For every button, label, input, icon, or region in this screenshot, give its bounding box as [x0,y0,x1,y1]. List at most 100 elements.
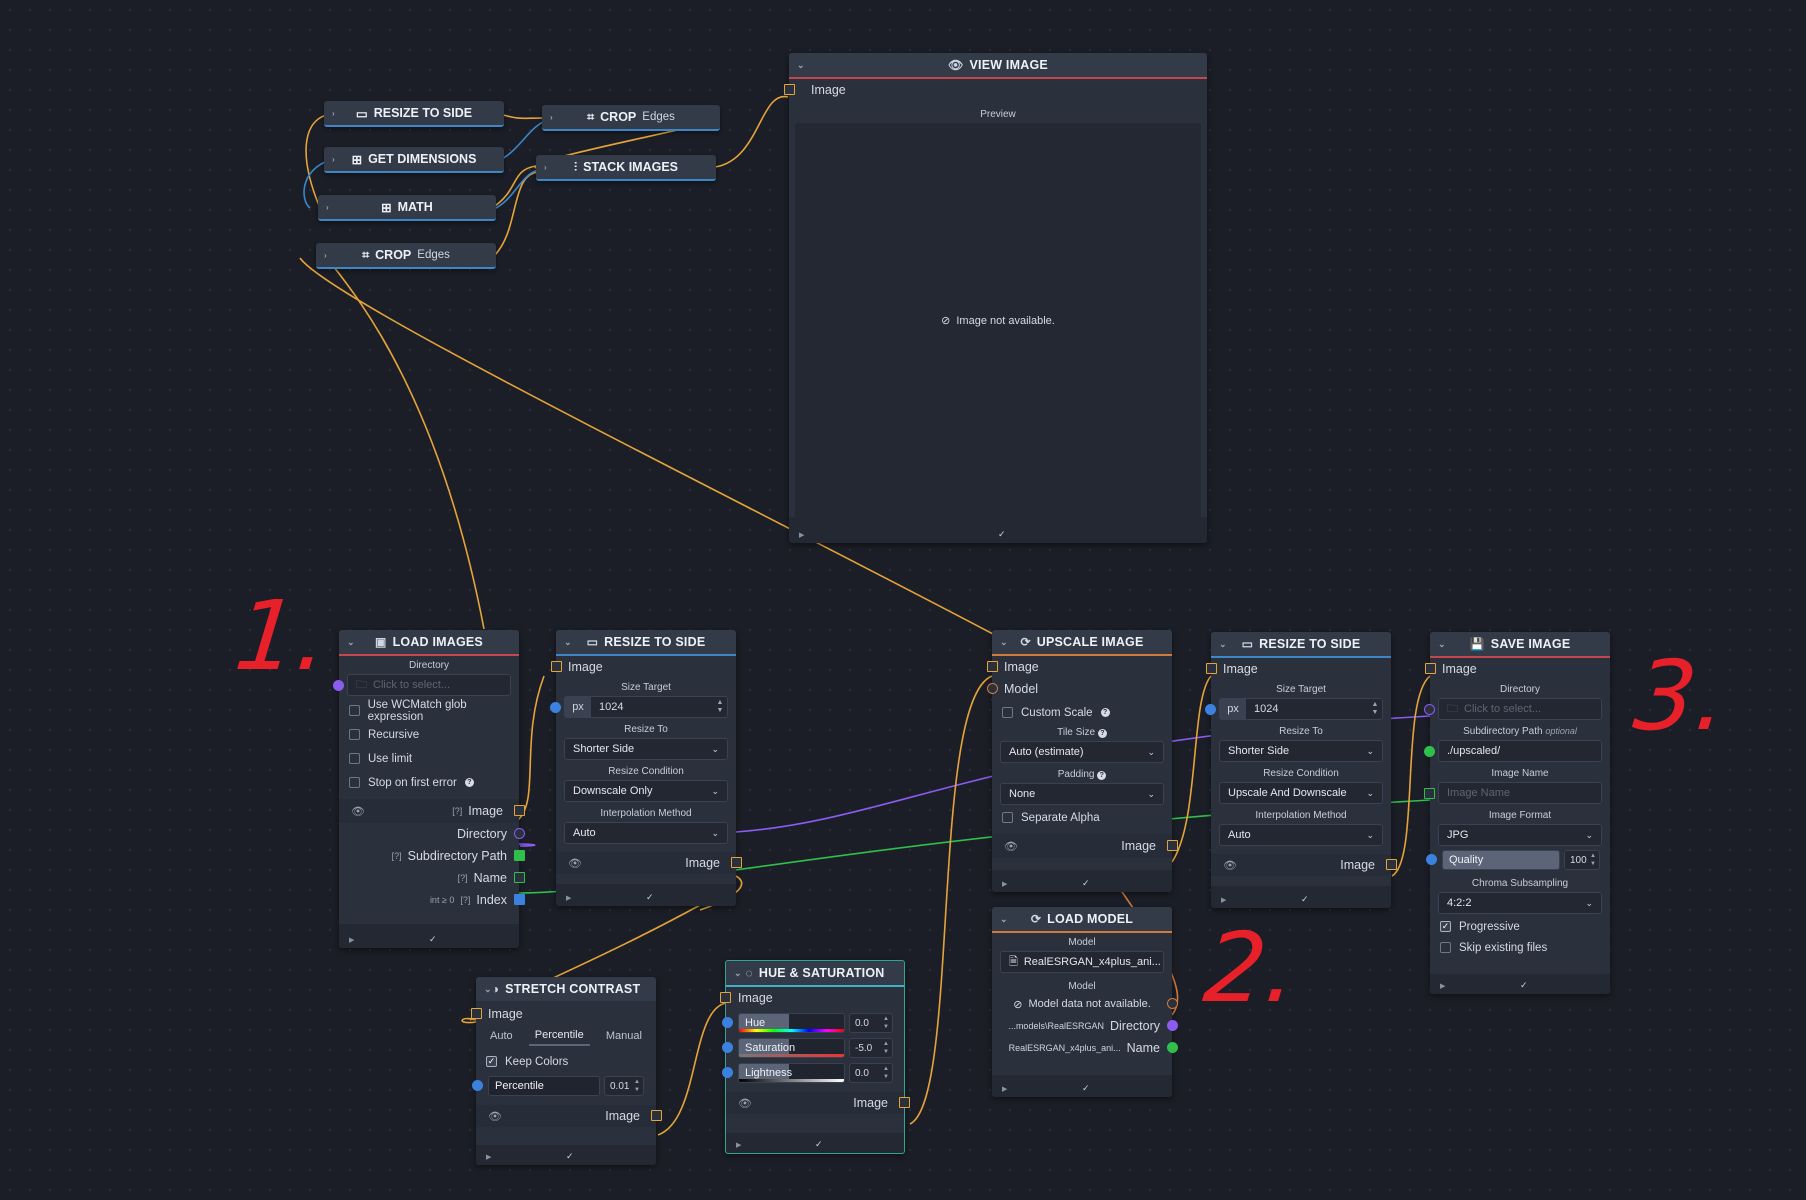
eye-icon[interactable]: 👁 [351,805,365,818]
stepper-icon[interactable]: ▲▼ [883,1016,889,1030]
subdir-input-socket[interactable] [1424,746,1435,757]
expand-triangle-icon[interactable]: ▶ [1002,881,1008,888]
view-image-node[interactable]: ⌄ 👁 VIEW IMAGE Image Preview ⊘ Image not… [784,53,1207,543]
checkmark-icon[interactable]: ✓ [1082,878,1090,888]
subdir-output-socket[interactable] [514,850,525,861]
stepper-icon[interactable]: ▲▼ [634,1079,640,1093]
recursive-checkbox[interactable]: Recursive [339,724,519,745]
image-input-socket[interactable] [784,84,795,95]
collapse-chevron-icon[interactable]: ⌄ [734,967,742,978]
expand-chevron-icon[interactable]: › [332,108,335,118]
expand-triangle-icon[interactable]: ▶ [799,532,805,539]
saturation-slider[interactable]: Saturation [738,1038,845,1058]
resize-to-side-node-2[interactable]: ⌄ ▭ RESIZE TO SIDE Image Size Target px … [1205,632,1397,908]
mini-node-math[interactable]: › ⊞ MATH [318,195,496,221]
resize-to-select[interactable]: Shorter Side⌄ [564,738,728,760]
view-image-header[interactable]: ⌄ 👁 VIEW IMAGE [789,53,1207,79]
eye-icon[interactable]: 👁 [488,1110,502,1123]
hue-value-input[interactable]: 0.0▲▼ [849,1013,893,1033]
upscale-header[interactable]: ⌄ ⟳ UPSCALE IMAGE [992,630,1172,656]
load-images-node[interactable]: ⌄ ▣ LOAD IMAGES Directory 🗀 Click to sel… [333,630,525,948]
skip-existing-checkbox[interactable]: Skip existing files [1430,937,1610,958]
checkbox-checked-icon[interactable]: ✓ [1440,921,1451,932]
checkmark-icon[interactable]: ✓ [646,892,654,902]
subdir-input[interactable]: ./upscaled/ [1424,740,1602,762]
expand-triangle-icon[interactable]: ▶ [736,1142,742,1149]
stretch-contrast-node[interactable]: ⌄ ◑ STRETCH CONTRAST Image Auto Percenti… [471,977,662,1165]
collapse-chevron-icon[interactable]: ⌄ [797,59,805,70]
padding-select[interactable]: None⌄ [1000,783,1164,805]
tab-percentile[interactable]: Percentile [528,1026,590,1046]
checkbox-icon[interactable] [1440,942,1451,953]
stepper-icon[interactable]: ▲▼ [883,1041,889,1055]
directory-input-socket[interactable] [1424,704,1435,715]
image-input-socket[interactable] [1206,663,1217,674]
expand-triangle-icon[interactable]: ▶ [1002,1086,1008,1093]
resize-to-select[interactable]: Shorter Side⌄ [1219,740,1383,762]
stepper-icon[interactable]: ▲▼ [716,699,724,714]
expand-chevron-icon[interactable]: › [332,154,335,164]
load-images-header[interactable]: ⌄ ▣ LOAD IMAGES [339,630,519,656]
image-input-socket[interactable] [551,661,562,672]
checkmark-icon[interactable]: ✓ [815,1139,823,1149]
directory-picker[interactable]: 🗀 Click to select... [333,674,511,696]
save-image-header[interactable]: ⌄ 💾 SAVE IMAGE [1430,632,1610,658]
interp-select[interactable]: Auto⌄ [564,822,728,844]
custom-scale-checkbox[interactable]: Custom Scale? [992,702,1172,723]
resize-header[interactable]: ⌄ ▭ RESIZE TO SIDE [1211,632,1391,658]
collapse-chevron-icon[interactable]: ⌄ [1219,638,1227,649]
expand-chevron-icon[interactable]: › [550,112,553,122]
collapse-chevron-icon[interactable]: ⌄ [564,636,572,647]
lightness-value-input[interactable]: 0.0▲▼ [849,1063,893,1083]
directory-output-socket[interactable] [514,828,525,839]
image-output-socket[interactable] [1386,859,1397,870]
resize-header[interactable]: ⌄ ▭ RESIZE TO SIDE [556,630,736,656]
mini-node-stack-images[interactable]: › ⫶ STACK IMAGES [536,155,716,181]
collapse-chevron-icon[interactable]: ⌄ [1000,913,1008,924]
expand-triangle-icon[interactable]: ▶ [1440,983,1446,990]
image-input-socket[interactable] [720,992,731,1003]
checkbox-checked-icon[interactable]: ✓ [486,1056,497,1067]
image-output-socket[interactable] [731,857,742,868]
resize-to-side-node[interactable]: ⌄ ▭ RESIZE TO SIDE Image Size Target px … [550,630,742,906]
quality-value-input[interactable]: 100▲▼ [1564,850,1600,870]
image-input-socket[interactable] [471,1008,482,1019]
condition-select[interactable]: Downscale Only⌄ [564,780,728,802]
lightness-slider[interactable]: Lightness [738,1063,845,1083]
checkmark-icon[interactable]: ✓ [1520,980,1528,990]
condition-select[interactable]: Upscale And Downscale⌄ [1219,782,1383,804]
stop-error-checkbox[interactable]: Stop on first error? [339,772,519,793]
checkmark-icon[interactable]: ✓ [1301,894,1309,904]
eye-icon[interactable]: 👁 [1004,840,1018,853]
size-input-socket[interactable] [550,702,561,713]
hue-saturation-node[interactable]: ⌄ ◌ HUE & SATURATION Image Hue 0.0▲▼ Sat… [720,960,910,1154]
directory-output-socket[interactable] [1167,1020,1178,1031]
name-output-socket[interactable] [514,872,525,883]
glob-checkbox[interactable]: Use WCMatch glob expression [339,699,519,723]
size-target-input[interactable]: px 1024 ▲▼ [550,696,728,718]
collapse-chevron-icon[interactable]: ⌄ [347,636,355,647]
upscale-image-node[interactable]: ⌄ ⟳ UPSCALE IMAGE Image Model Custom Sca… [987,630,1178,892]
expand-triangle-icon[interactable]: ▶ [566,895,572,902]
help-icon[interactable]: ? [1100,708,1110,717]
name-output-socket[interactable] [1167,1042,1178,1053]
index-output-socket[interactable] [514,894,525,905]
mini-node-resize-to-side[interactable]: › ▭ RESIZE TO SIDE [324,101,504,127]
collapse-chevron-icon[interactable]: ⌄ [1438,638,1446,649]
keep-colors-checkbox[interactable]: ✓Keep Colors [476,1051,656,1072]
interp-select[interactable]: Auto⌄ [1219,824,1383,846]
load-model-header[interactable]: ⌄ ⟳ LOAD MODEL [992,907,1172,933]
checkmark-icon[interactable]: ✓ [998,529,1006,539]
percentile-row[interactable]: Percentile 0.01▲▼ [472,1075,648,1097]
help-icon[interactable]: ? [464,778,474,787]
hue-row[interactable]: Hue 0.0▲▼ [722,1012,896,1034]
size-target-input[interactable]: px 1024 ▲▼ [1205,698,1383,720]
quality-slider-row[interactable]: Quality 100▲▼ [1426,849,1602,871]
lightness-row[interactable]: Lightness 0.0▲▼ [722,1062,896,1084]
image-input-socket[interactable] [987,661,998,672]
stepper-icon[interactable]: ▲▼ [1371,701,1379,716]
quality-slider[interactable]: Quality [1442,850,1560,870]
model-input-socket[interactable] [987,683,998,694]
load-model-node[interactable]: ⌄ ⟳ LOAD MODEL Model 🗎RealESRGAN_x4plus_… [992,907,1178,1097]
checkmark-icon[interactable]: ✓ [429,934,437,944]
